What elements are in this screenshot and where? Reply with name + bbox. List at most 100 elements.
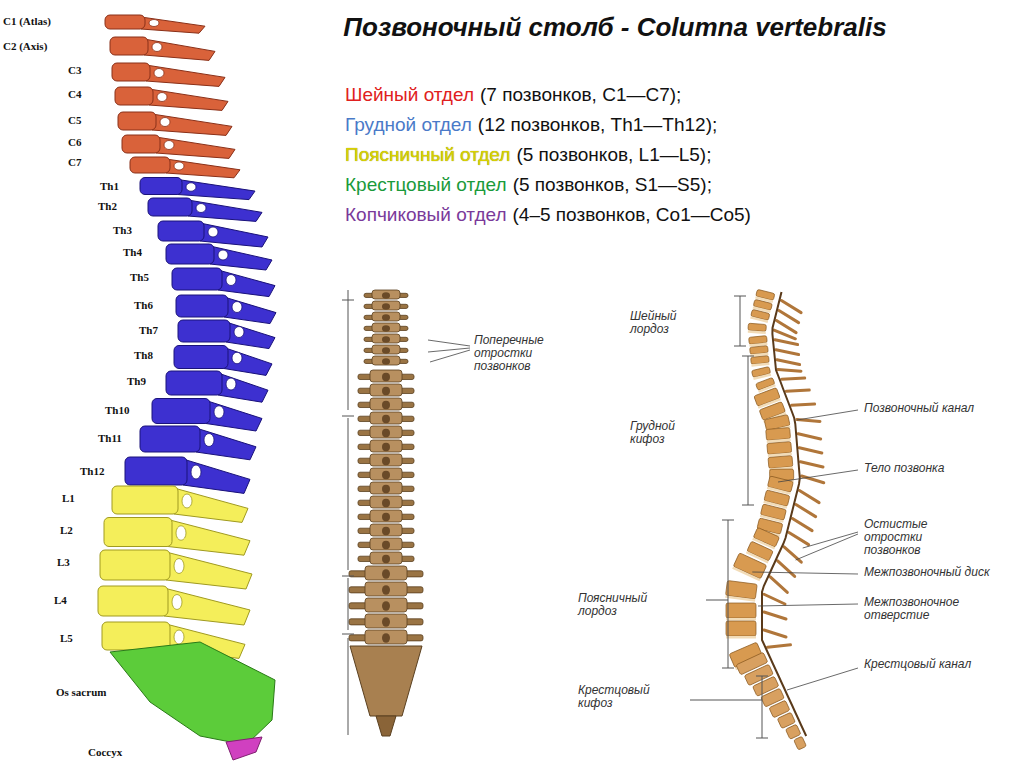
vertebra-label: L5: [60, 632, 73, 644]
vertebra-label: Coccyx: [88, 746, 122, 758]
section-count: (12 позвонков, Th1—Th12);: [478, 114, 717, 135]
section-name: Грудной отдел: [345, 114, 472, 135]
foramen: [182, 494, 192, 508]
vertebral-body: [125, 457, 187, 485]
spinous-process: [798, 432, 821, 441]
vertebral-body: [158, 221, 204, 241]
anatomy-label: Позвоночный канал: [864, 402, 1014, 415]
vertebral-body: [176, 295, 228, 317]
spinous-process: [382, 325, 390, 332]
vertebra: [112, 486, 248, 522]
vertebral-body: [365, 614, 407, 628]
spinous-process: [141, 17, 205, 33]
spinous-process: [776, 348, 799, 357]
vertebra-label: Th3: [113, 224, 132, 236]
vertebra: [767, 439, 822, 457]
spinous-process: [780, 300, 803, 312]
vertebra: [172, 268, 275, 297]
intervertebral-disc: [751, 363, 769, 367]
spinous-process: [382, 499, 390, 507]
section-count: (5 позвонков, S1—S5);: [513, 174, 712, 195]
vertebra-label: Th8: [134, 349, 153, 361]
anatomy-label: Крестцовый канал: [864, 658, 1014, 671]
spinous-process: [188, 200, 262, 221]
intervertebral-disc: [726, 618, 756, 621]
spinous-process: [787, 532, 810, 544]
vertebra: [364, 301, 408, 310]
vertebra: [358, 468, 414, 480]
spinous-process: [786, 383, 809, 397]
vertebra-label: Th6: [134, 299, 153, 311]
vertebra-label: Th12: [80, 465, 104, 477]
vertebra-label: Th11: [98, 432, 122, 444]
section-count: (4–5 позвонков, Co1—Co5): [513, 204, 751, 225]
spinous-process: [382, 471, 390, 479]
vertebral-body: [726, 621, 756, 636]
vertebra: [100, 550, 252, 589]
vertebral-body: [172, 268, 222, 290]
spinous-process: [218, 270, 275, 297]
vertebral-body: [104, 518, 172, 547]
vertebral-body: [370, 496, 402, 508]
vertebra-label: Th2: [98, 200, 117, 212]
foramen: [149, 20, 159, 27]
vertebral-body: [130, 157, 170, 173]
vertebral-body: [100, 550, 170, 580]
vertebra: [364, 334, 408, 343]
vertebra: [178, 320, 275, 349]
vertebra: [358, 370, 414, 382]
vertebra: [349, 566, 423, 580]
vertebra-label: Th10: [105, 404, 129, 416]
intervertebral-disc: [725, 595, 755, 601]
vertebra: [158, 221, 268, 247]
spinous-process: [156, 137, 235, 158]
vertebral-body: [370, 384, 402, 396]
foramen: [157, 93, 167, 102]
spinous-process: [166, 159, 240, 178]
vertebral-body: [365, 566, 407, 580]
vertebral-body: [767, 442, 792, 455]
vertebra: [358, 412, 414, 424]
vertebra: [364, 323, 408, 332]
vertebral-body: [370, 482, 402, 494]
vertebral-body: [370, 412, 402, 424]
vertebra: [110, 37, 215, 60]
spinous-process: [792, 397, 815, 411]
spinous-process: [382, 314, 390, 321]
spinous-process: [382, 429, 390, 437]
sacral-vertebra: [785, 724, 801, 739]
foramen: [152, 43, 162, 52]
vertebra-label: Th1: [100, 180, 119, 192]
foramen: [232, 352, 242, 364]
vertebra: [349, 582, 423, 596]
spinous-process: [797, 415, 820, 427]
foramen: [214, 406, 224, 419]
vertebral-body: [372, 334, 400, 343]
spinous-process: [210, 246, 272, 270]
vertebra-label: C6: [68, 136, 81, 148]
anatomy-label: Грудной кифоз: [630, 420, 705, 446]
vertebra-label: C3: [68, 64, 81, 76]
vertebra: [358, 510, 414, 522]
vertebra-label: L2: [60, 524, 73, 536]
vertebra: [349, 614, 423, 628]
spinous-process: [382, 617, 390, 627]
vertebra: [726, 621, 786, 639]
vertebra: [105, 15, 205, 33]
leader-line: [752, 572, 858, 574]
leader-line: [796, 534, 858, 560]
vertebral-body: [372, 323, 400, 332]
vertebra: [358, 538, 414, 550]
spinous-process: [782, 371, 805, 385]
foramen: [154, 69, 164, 78]
vertebral-body: [372, 312, 400, 321]
vertebral-body: [370, 440, 402, 452]
vertebral-body: [365, 630, 407, 644]
vertebral-body: [370, 426, 402, 438]
spinous-process: [382, 443, 390, 451]
spinous-process: [382, 373, 390, 381]
anatomy-label: Поясничный лордоз: [578, 592, 678, 618]
vertebral-body: [766, 428, 791, 441]
vertebral-body: [122, 135, 160, 153]
vertebral-body: [370, 454, 402, 466]
